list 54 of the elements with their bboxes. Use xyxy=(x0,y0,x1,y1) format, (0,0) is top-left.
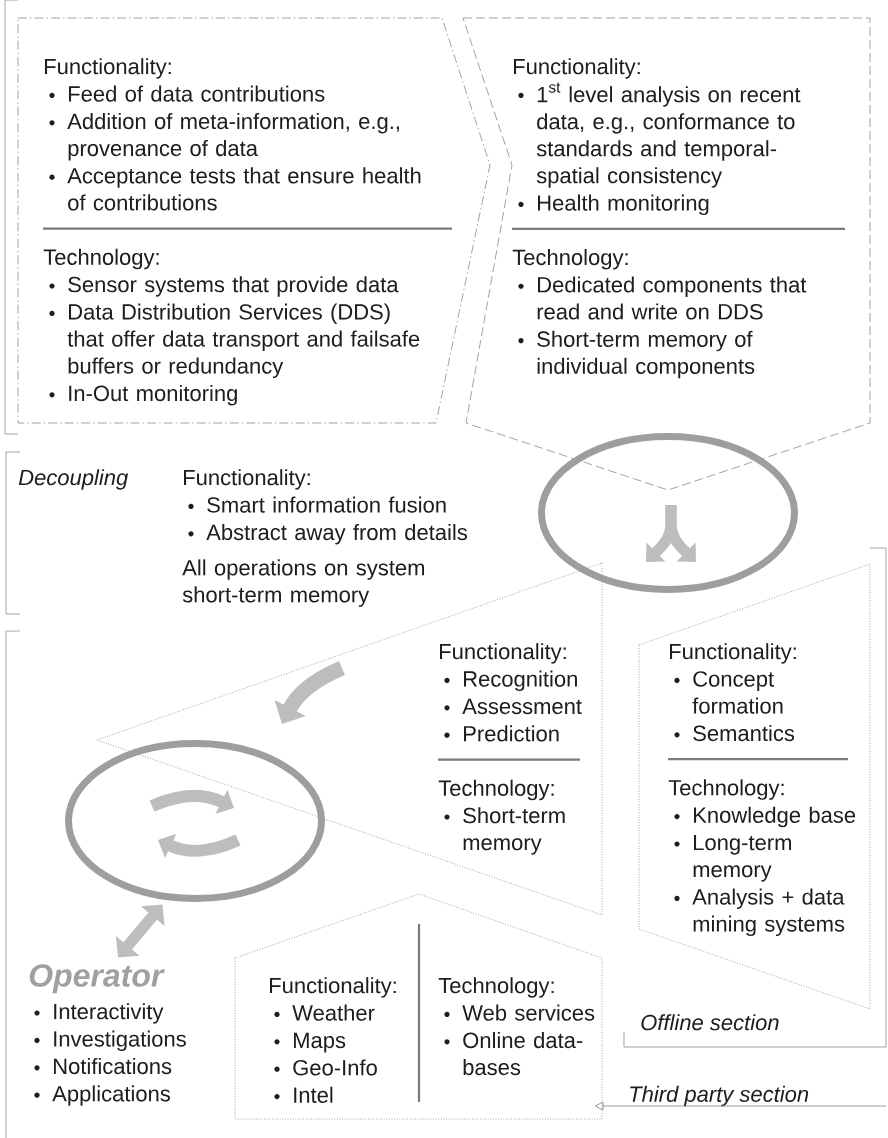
bullet-item: Notifications xyxy=(54,1057,172,1075)
bullet-item: Prediction xyxy=(464,725,559,742)
section-label: Third party section xyxy=(630,1085,809,1107)
bullet-item: Sensor systems that provide data xyxy=(68,276,399,297)
heading: Functionality: xyxy=(270,977,396,998)
chevron-box xyxy=(17,17,491,424)
bullet-item: Dedicated components that read and write on DDS xyxy=(537,276,807,320)
note-text: All operations on system short-term memory xyxy=(182,559,424,607)
bullet-item: In-Out monitoring xyxy=(69,384,237,406)
trapezoid-box xyxy=(638,563,871,1010)
bullet-item: Data Distribution Services (DDS) that offer data transport and failsafe buffers or redundancy xyxy=(67,303,420,379)
bullet-item: Intel xyxy=(294,1086,333,1103)
heading: Technology: xyxy=(438,779,554,801)
bullet-item: Feed of data contributions xyxy=(69,85,325,102)
bullet-item: Abstract away from details xyxy=(206,523,467,545)
heading: Technology: xyxy=(438,977,554,998)
heading: Functionality: xyxy=(670,643,796,664)
section-label: Offline section xyxy=(641,1014,779,1031)
chevron-box xyxy=(462,17,871,491)
arrow xyxy=(594,1101,810,1111)
section-label: Decoupling xyxy=(18,469,129,490)
bullet-item: Short-term memory xyxy=(463,807,565,855)
bullet-item: $\text{1}^{\text{st}}$ level analysis on recent data, e.g., conformance to standards and temporal-spatial consistency xyxy=(536,82,801,188)
bullet-item: Maps xyxy=(294,1032,346,1053)
bullet-item: Addition of meta-information, e.g., provenance of data xyxy=(67,112,399,161)
bullet-item: Investigations xyxy=(54,1030,186,1052)
heading: Functionality: xyxy=(440,643,566,664)
bullet-item: Interactivity xyxy=(54,1003,164,1024)
bullet-item: Semantics xyxy=(693,724,795,742)
operator-title: Operator xyxy=(29,964,165,994)
bullet-item: Applications xyxy=(52,1085,170,1106)
bullet-item: Short-term memory of individual components xyxy=(537,330,755,379)
heading: Technology: xyxy=(43,248,159,270)
heading: Functionality: xyxy=(184,469,310,490)
bullet-item: Web services xyxy=(462,1004,595,1021)
heading: Technology: xyxy=(668,779,784,800)
pentagon-box xyxy=(234,893,603,1120)
bullet-item: Online data-bases xyxy=(463,1031,583,1076)
bullet-item: Geo-Info xyxy=(293,1059,377,1076)
bullet-item: Weather xyxy=(292,1004,375,1021)
bullet-item: Analysis + data mining systems xyxy=(692,888,845,937)
bullet-item: Health monitoring xyxy=(538,194,709,216)
bullet-item: Recognition xyxy=(464,670,577,692)
ellipse xyxy=(65,740,325,902)
ellipse xyxy=(538,433,798,593)
bullet-item: Acceptance tests that ensure health of contributions xyxy=(67,167,421,211)
bullet-item: Long-term memory xyxy=(693,834,791,882)
bullet-item: Smart information fusion xyxy=(207,496,446,513)
heading: Functionality: xyxy=(45,58,171,79)
bullet-item: Knowledge base xyxy=(694,806,856,828)
bullet-item: Assessment xyxy=(462,698,582,715)
heading: Functionality: xyxy=(514,58,640,79)
heading: Technology: xyxy=(512,249,628,270)
bullet-item: Concept formation xyxy=(692,671,783,714)
